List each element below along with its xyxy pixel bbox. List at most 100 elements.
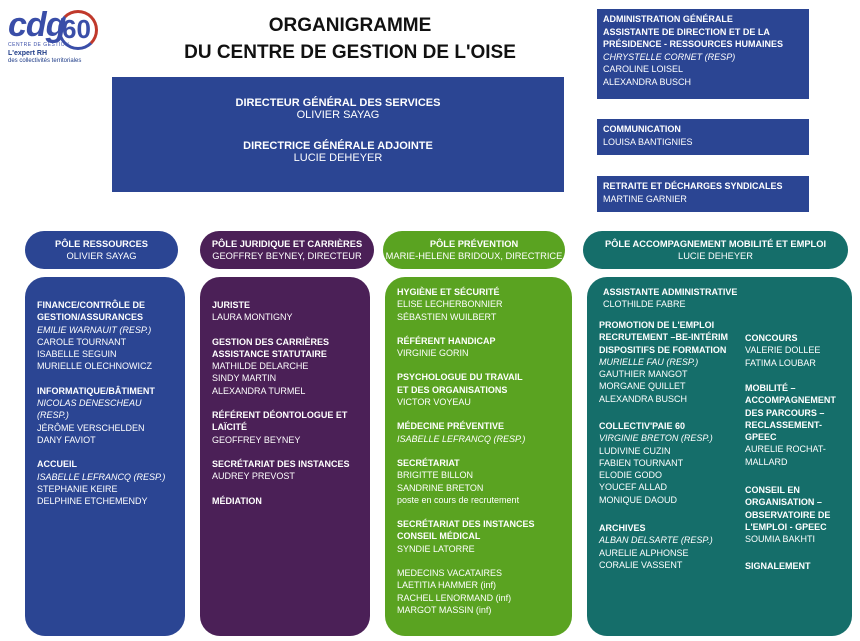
logo-number: 60 [62,14,91,44]
section-heading: SECRÉTARIAT DES INSTANCES [397,519,535,530]
section-heading: ARCHIVES [599,523,646,533]
person-name: SINDY MARTIN [212,373,277,384]
admin-subheading: ASSISTANTE DE DIRECTION ET DE LA PRÉSIDE… [603,26,784,50]
person-name: CAROLE TOURNANT [37,336,127,347]
person-name: YOUCEF ALLAD [599,482,668,493]
person-name: FABIEN TOURNANT [599,457,684,468]
handicap-section: RÉFÉRENT HANDICAP VIRGINIE GORIN [397,335,562,360]
person-name: SANDRINE BRETON [397,482,484,493]
person-name: MORGANE QUILLET [599,381,686,392]
section-heading: HYGIÈNE ET SÉCURITÉ [397,287,500,297]
dga-name: LUCIE DEHEYER [293,152,383,164]
concours-section: CONCOURS VALERIE DOLLEE FATIMA LOUBAR [745,332,860,369]
secretariat-section: SECRÉTARIAT BRIGITTE BILLON SANDRINE BRE… [397,457,562,506]
person-name: SÉBASTIEN WUILBERT [397,311,497,322]
hygiene-section: HYGIÈNE ET SÉCURITÉ ELISE LECHERBONNIER … [397,286,562,323]
person-name: GAUTHIER MANGOT [599,369,688,380]
pole-prevention-title: PÔLE PRÉVENTION [429,239,519,249]
psychologue-section: PSYCHOLOGUE DU TRAVAIL ET DES ORGANISATI… [397,371,562,408]
person-name: SYNDIE LATORRE [397,543,475,554]
person-name: ALEXANDRA BUSCH [599,393,688,404]
section-heading: L'EMPLOI - GPEEC [745,521,827,532]
section-heading: COLLECTIV'PAIE 60 [599,421,685,431]
section-heading: MÉDECINE PRÉVENTIVE [397,421,505,432]
logo-ring-icon [58,10,98,50]
person-name: AURELIE ROCHAT- [745,444,826,455]
pole-juridique-title: PÔLE JURIDIQUE ET CARRIÈRES [211,239,363,249]
person-name: MARGOT MASSIN (inf) [397,604,492,615]
ressources-column: FINANCE/CONTRÔLE DE GESTION/ASSURANCES E… [25,277,185,636]
section-heading: PROMOTION DE L'EMPLOI [599,320,715,330]
section-heading: DISPOSITIFS DE FORMATION [599,344,727,355]
person-name: VICTOR VOYEAU [397,397,471,408]
pole-prevention-header: PÔLE PRÉVENTION MARIE-HELENE BRIDOUX, DI… [383,231,565,269]
person-name: DANY FAVIOT [37,434,96,445]
person-name: CORALIE VASSENT [599,559,683,570]
pole-juridique-head: GEOFFREY BEYNEY, DIRECTEUR [212,251,362,261]
archives-section: ARCHIVES ALBAN DELSARTE (RESP.) AURELIE … [599,522,739,571]
assistante-section: ASSISTANTE ADMINISTRATIVE CLOTHILDE FABR… [603,286,843,311]
title-line1: ORGANIGRAMME [268,15,432,36]
section-heading: GESTION/ASSURANCES [37,312,144,323]
paie-section: COLLECTIV'PAIE 60 VIRGINIE BRETON (RESP.… [599,420,739,506]
accompagnement-column: ASSISTANTE ADMINISTRATIVE CLOTHILDE FABR… [587,277,852,636]
section-heading: ACCUEIL [37,459,77,470]
section-resp: ALBAN DELSARTE (RESP.) [599,535,713,546]
person-name: GEOFFREY BEYNEY [212,434,301,445]
communication-box: COMMUNICATION LOUISA BANTIGNIES [597,119,809,155]
person-name: VALERIE DOLLEE [745,345,821,356]
communication-heading: COMMUNICATION [603,124,681,134]
section-resp: ISABELLE LEFRANCQ (RESP.) [37,471,166,482]
admin-resp: CHRYSTELLE CORNET (RESP) [603,51,736,62]
person-name: LAURA MONTIGNY [212,312,293,323]
pole-ressources-title: PÔLE RESSOURCES [55,239,148,249]
admin-heading: ADMINISTRATION GÉNÉRALE [603,14,733,24]
person-name: ISABELLE SEGUIN [37,349,117,360]
section-heading: RÉFÉRENT DÉONTOLOGUE ET [212,410,348,421]
person-name: MEDECINS VACATAIRES [397,568,503,579]
person-name: MATHILDE DELARCHE [212,361,309,372]
secretariat-instances-section: SECRÉTARIAT DES INSTANCES AUDREY PREVOST [212,458,360,483]
section-heading: RECLASSEMENT- [745,419,823,430]
section-heading: GPEEC [745,432,777,443]
person-name: AURELIE ALPHONSE [599,547,689,558]
logo-tagline: CENTRE DE GESTION [8,42,70,48]
pole-prevention-head: MARIE-HELENE BRIDOUX, DIRECTRICE [385,251,563,261]
accueil-section: ACCUEIL ISABELLE LEFRANCQ (RESP.) STEPHA… [37,458,175,507]
person-name: SOUMIA BAKHTI [745,534,816,545]
section-resp: MURIELLE FAU (RESP.) [599,356,699,367]
section-heading: CONSEIL EN [745,485,800,495]
section-heading: PSYCHOLOGUE DU TRAVAIL [397,372,523,383]
mobilite-section: MOBILITÉ – ACCOMPAGNEMENT DES PARCOURS –… [745,382,860,468]
deontologue-section: RÉFÉRENT DÉONTOLOGUE ET LAÏCITÉ GEOFFREY… [212,409,360,446]
promotion-section: PROMOTION DE L'EMPLOI RECRUTEMENT –BE-IN… [599,319,739,405]
person-name: MALLARD [745,456,788,467]
section-heading: INFORMATIQUE/BÂTIMENT [37,385,155,396]
person-name: LUDIVINE CUZIN [599,445,671,456]
logo-line2: des collectivités territoriales [8,58,82,64]
person-name: ALEXANDRA TURMEL [212,385,306,396]
informatique-section: INFORMATIQUE/BÂTIMENT NICOLAS DENESCHEAU… [37,385,175,446]
person-name: RACHEL LENORMAND (inf) [397,592,512,603]
retraite-person: MARTINE GARNIER [603,193,687,204]
logo-brand: cdg [8,6,66,44]
section-heading: JURISTE [212,300,251,310]
person-name: AUDREY PREVOST [212,471,295,482]
juridique-column: JURISTE LAURA MONTIGNY GESTION DES CARRI… [200,277,370,636]
person-name: MURIELLE OLECHNOWICZ [37,361,153,372]
gestion-carrieres-section: GESTION DES CARRIÈRES ASSISTANCE STATUTA… [212,336,360,397]
title-line2: DU CENTRE DE GESTION DE L'OISE [184,42,516,63]
admin-box: ADMINISTRATION GÉNÉRALE ASSISTANTE DE DI… [597,9,809,99]
vacataires-section: MEDECINS VACATAIRES LAETITIA HAMMER (inf… [397,567,562,616]
dga-role: DIRECTRICE GÉNÉRALE ADJOINTE [243,140,433,152]
admin-person: ALEXANDRA BUSCH [603,76,692,87]
dgs-role: DIRECTEUR GÉNÉRAL DES SERVICES [235,97,441,109]
person-name: ELODIE GODO [599,470,663,481]
pole-accompagnement-title: PÔLE ACCOMPAGNEMENT MOBILITÉ ET EMPLOI [604,239,827,249]
dgs-name: OLIVIER SAYAG [296,109,380,121]
retraite-heading: RETRAITE ET DÉCHARGES SYNDICALES [603,181,783,191]
section-heading: ET DES ORGANISATIONS [397,384,508,395]
admin-person: CAROLINE LOISEL [603,64,684,74]
section-heading: ACCOMPAGNEMENT [745,395,836,406]
person-name: LAETITIA HAMMER (inf) [397,580,497,591]
